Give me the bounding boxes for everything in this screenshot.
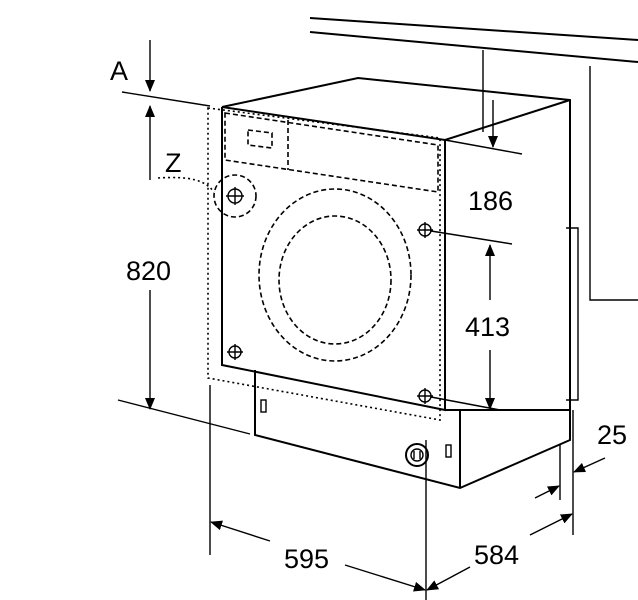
worktop-niche bbox=[309, 17, 638, 401]
screw-icon bbox=[417, 388, 433, 404]
machine-body bbox=[221, 76, 571, 490]
screw-icon bbox=[417, 222, 433, 238]
label-depth-offset: 25 bbox=[597, 420, 627, 450]
label-z: Z bbox=[165, 148, 182, 178]
dimension-lines bbox=[117, 40, 606, 600]
drain-pump-icon bbox=[405, 443, 429, 467]
label-a: A bbox=[110, 56, 128, 86]
label-hinge-spacing: 413 bbox=[465, 312, 510, 342]
screw-icon bbox=[227, 344, 243, 360]
detail-z-circle bbox=[213, 174, 257, 218]
label-height: 820 bbox=[126, 256, 171, 286]
label-width: 595 bbox=[284, 544, 329, 574]
installation-outline bbox=[207, 107, 441, 421]
mounting-points bbox=[157, 174, 433, 404]
label-top-offset: 186 bbox=[468, 186, 513, 216]
door bbox=[258, 188, 412, 362]
screw-icon bbox=[226, 187, 244, 205]
detergent-drawer bbox=[224, 112, 439, 193]
label-depth: 584 bbox=[474, 540, 519, 570]
plinth-details bbox=[260, 399, 452, 467]
